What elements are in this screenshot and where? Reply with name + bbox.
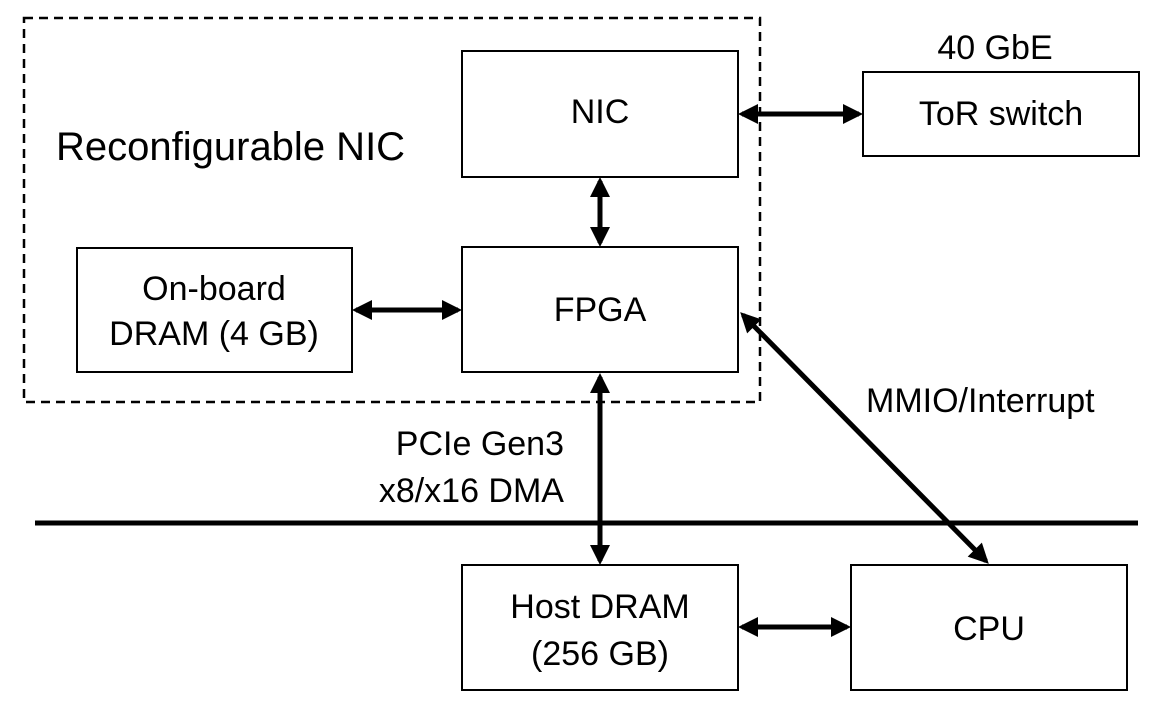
pcie-label-line2: x8/x16 DMA <box>379 472 564 510</box>
onboard-dram-box <box>76 247 353 373</box>
mmio-interrupt-label: MMIO/Interrupt <box>866 382 1095 420</box>
reconfigurable-nic-group <box>22 16 762 404</box>
pcie-label-line1: PCIe Gen3 <box>396 425 564 463</box>
fpga-cpu-arrow <box>740 312 989 564</box>
onboard-dram-label-line2: DRAM (4 GB) <box>109 315 319 353</box>
cpu-box <box>850 564 1128 691</box>
reconfigurable-nic-label: Reconfigurable NIC <box>56 125 405 169</box>
host-dram-label-line2: (256 GB) <box>531 635 669 673</box>
fpga-label: FPGA <box>554 291 647 329</box>
cpu-label: CPU <box>953 610 1025 648</box>
nic-label: NIC <box>571 93 630 131</box>
onboard-dram-label-line1: On-board <box>142 270 286 308</box>
host-dram-label-line1: Host DRAM <box>510 588 689 626</box>
tor-switch-box <box>862 71 1140 157</box>
tor-switch-label: ToR switch <box>919 95 1083 133</box>
fpga-box <box>461 246 739 373</box>
ethernet-link-label: 40 GbE <box>937 29 1052 67</box>
